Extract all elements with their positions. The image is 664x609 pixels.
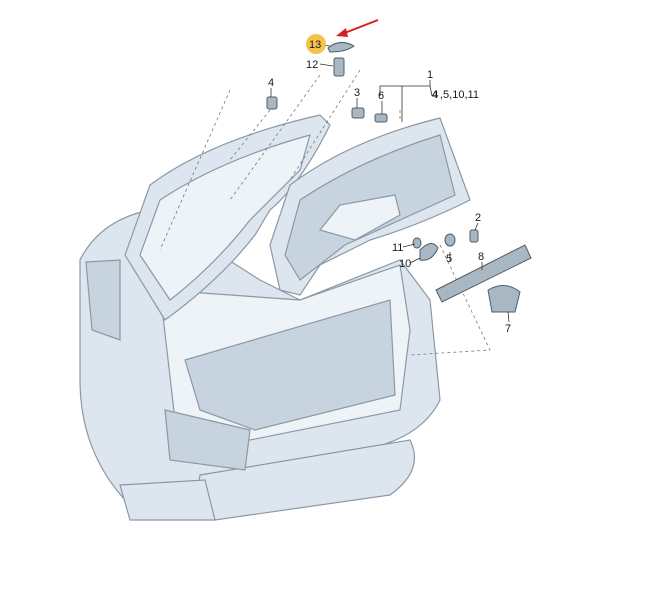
callout-5: 5: [446, 253, 452, 265]
trunk-lid-trim-panel: [269, 117, 471, 296]
callout-1: 1: [427, 69, 433, 81]
callout-7: 7: [505, 323, 511, 335]
part-6-clip: [374, 113, 388, 123]
callout-4: 4: [268, 77, 274, 89]
part-3-clip: [351, 107, 365, 119]
part-13-cap: [327, 42, 355, 53]
part-11-clip: [412, 237, 422, 249]
part-8-trim-strip: [435, 244, 532, 303]
trunk-lid-outer: [124, 114, 331, 321]
callout-1-group: ,5,10,11: [440, 89, 479, 101]
part-2-screw: [469, 229, 479, 243]
callout-3: 3: [354, 87, 360, 99]
part-7-lock: [487, 285, 521, 313]
highlight-marker: [306, 34, 326, 54]
callout-1-group-bold: 4: [432, 89, 439, 101]
red-arrow-icon: [336, 19, 379, 37]
part-5-plug: [444, 233, 456, 247]
callout-2: 2: [475, 212, 481, 224]
callout-6: 6: [378, 90, 384, 102]
part-12-bolt: [333, 57, 345, 77]
callout-11: 11: [392, 242, 403, 254]
callout-13: 13: [309, 39, 321, 51]
callout-8: 8: [478, 251, 484, 263]
callout-12: 12: [306, 59, 318, 71]
part-10-handle: [419, 243, 439, 261]
part-4-clip: [266, 96, 278, 110]
callout-10: 10: [399, 258, 411, 270]
